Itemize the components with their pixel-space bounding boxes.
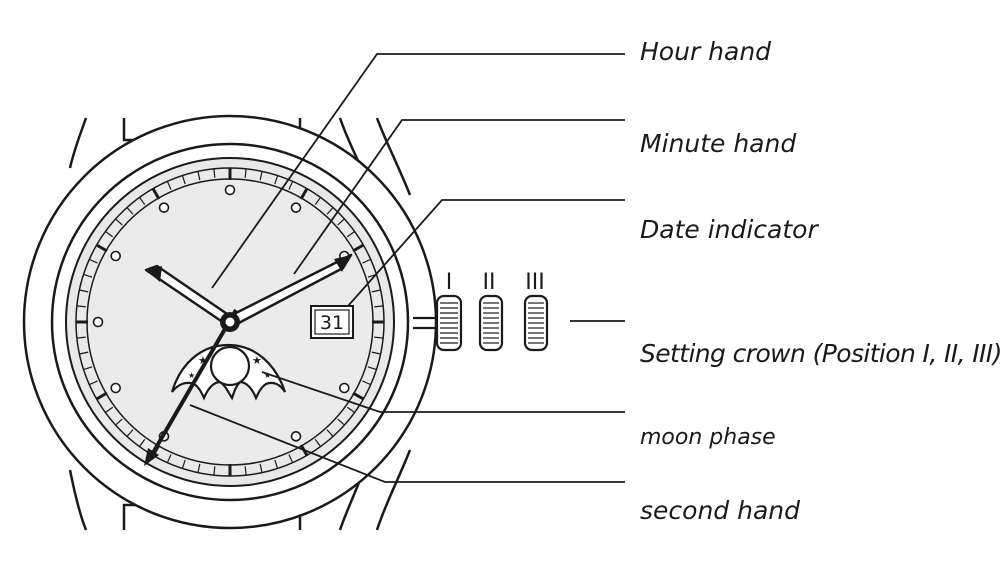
minute-tick [259, 463, 263, 473]
minute-tick [89, 380, 98, 386]
minute-tick [374, 336, 384, 339]
date-value: 31 [320, 312, 344, 334]
minute-hand-label: Minute hand [640, 129, 797, 158]
hour-marker-dot [92, 316, 104, 328]
hour-tick [95, 243, 108, 253]
minute-tick [326, 207, 334, 215]
hour-tick [299, 187, 309, 200]
star-icon: ★ [188, 371, 195, 380]
minute-tick [181, 175, 186, 185]
minute-tick [115, 218, 123, 226]
minute-tick [83, 273, 93, 278]
minute-tick [105, 406, 114, 414]
minute-tick [314, 197, 322, 206]
leader-hour-hand [211, 53, 625, 289]
minute-tick [244, 466, 247, 476]
star-icon: ★ [264, 371, 271, 380]
crown-ridges [440, 302, 544, 344]
minute-tick [126, 207, 134, 215]
crown-position-label: I [446, 270, 453, 295]
minute-tick [337, 218, 345, 226]
second-hand [144, 308, 238, 466]
crown-positions: I II III [446, 270, 545, 295]
minute-tick [138, 438, 146, 447]
hour-marker-dot [224, 184, 236, 196]
minute-tick [288, 181, 294, 190]
crown-position-label: III [525, 270, 544, 295]
minute-tick [166, 181, 172, 190]
minute-tick [244, 168, 247, 178]
hour-hand-label: Hour hand [640, 37, 772, 66]
second-hand-label: second hand [640, 496, 800, 525]
minute-tick [76, 336, 86, 339]
hour-tick [352, 391, 365, 401]
minute-tick [181, 459, 186, 469]
hand-pivot-center [224, 316, 236, 328]
minute-tick [89, 258, 98, 264]
hour-tick [151, 187, 161, 200]
minute-tick [76, 305, 86, 308]
minute-tick [346, 406, 355, 414]
date-window: 31 [310, 305, 354, 339]
minute-tick [83, 366, 93, 371]
hour-marker-dot [339, 382, 350, 394]
minute-tick [105, 230, 114, 238]
minute-tick [346, 230, 355, 238]
minute-tick [337, 418, 345, 426]
minute-tick [115, 418, 123, 426]
minute-tick [371, 289, 381, 293]
date-indicator-label: Date indicator [640, 215, 818, 244]
hour-marker-dot [110, 382, 121, 394]
minute-tick [213, 466, 216, 476]
minute-tick [138, 197, 146, 206]
minute-tick [274, 175, 279, 185]
minute-tick [197, 171, 201, 181]
minute-tick [314, 438, 322, 447]
star-icon: ★ [198, 354, 208, 367]
hour-markers [92, 184, 350, 442]
minute-tick [367, 366, 377, 371]
hour-tick [352, 243, 365, 253]
hour-tick [95, 391, 108, 401]
minute-tick [79, 289, 89, 293]
minute-tick [371, 351, 381, 355]
hour-marker-dot [290, 431, 302, 442]
hour-marker-dot [110, 250, 121, 262]
crown-position-label: II [483, 270, 496, 295]
moon-phase-display: ★ ★ ★ ★ [170, 343, 287, 401]
minute-tick [166, 454, 172, 463]
hour-marker-dot [290, 202, 302, 213]
minute-tick [362, 380, 371, 386]
minute-tick [374, 305, 384, 308]
leader-minute-hand [293, 119, 625, 275]
setting-crown-label: Setting crown (Position I, II, III) [640, 339, 1002, 368]
moon-disc [209, 345, 251, 387]
leader-moon-phase [261, 371, 625, 413]
minute-tick [197, 463, 201, 473]
minute-tick [126, 429, 134, 437]
star-icon: ★ [252, 354, 262, 367]
minute-tick [288, 454, 294, 463]
minute-tick [259, 171, 263, 181]
leader-lines [189, 53, 625, 483]
minute-tick [362, 258, 371, 264]
leader-second-hand [189, 404, 625, 483]
hour-marker-dot [158, 202, 170, 213]
minute-tick [213, 168, 216, 178]
minute-tick [274, 459, 279, 469]
moon-phase-label: moon phase [640, 425, 776, 450]
minute-tick [79, 351, 89, 355]
minute-tick [326, 429, 334, 437]
leader-date-indicator [347, 199, 625, 307]
